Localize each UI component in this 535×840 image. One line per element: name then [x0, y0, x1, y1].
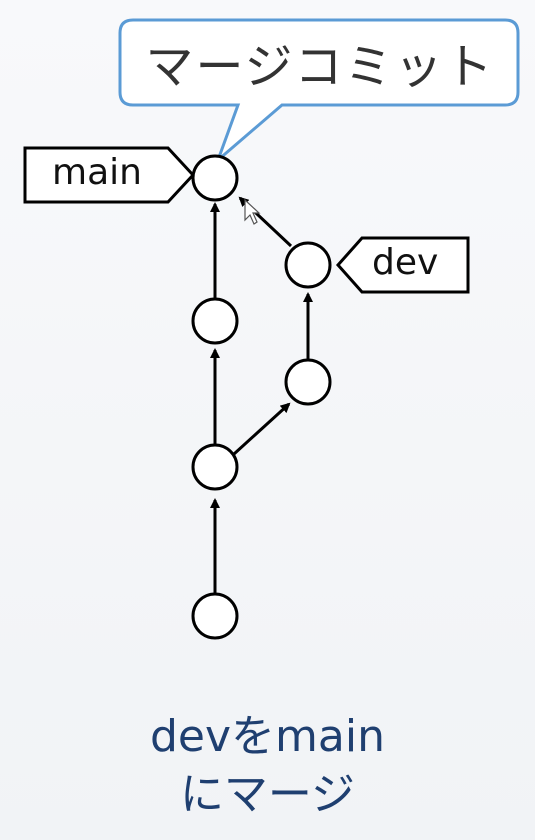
main-branch-tag [23, 146, 196, 204]
caption-line-1: devをmain [150, 711, 385, 762]
merge-commit-callout-label: マージコミット [145, 39, 495, 95]
commit-node-dev-1 [284, 358, 332, 406]
edge-c2-d1 [232, 402, 291, 456]
caption-line-2: にマージ [179, 769, 356, 820]
callout-bubble [118, 18, 520, 165]
dev-branch-tag [335, 236, 470, 294]
commit-node-main-2 [191, 443, 239, 491]
commit-node-main-1 [191, 592, 239, 640]
commit-node-merge [191, 154, 239, 202]
cursor-icon [244, 198, 261, 225]
dev-branch-label: dev [372, 242, 439, 283]
commit-node-dev-2 [284, 241, 332, 289]
commit-node-main-3 [191, 297, 239, 345]
main-branch-label: main [52, 152, 142, 193]
